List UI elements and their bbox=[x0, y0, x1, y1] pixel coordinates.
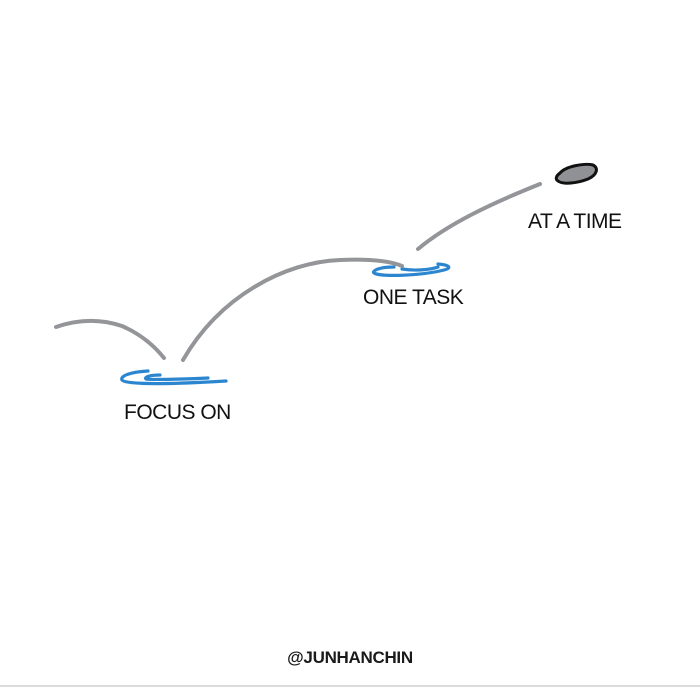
arc-first-to-second bbox=[181, 257, 404, 362]
label-one-task: ONE TASK bbox=[363, 286, 464, 309]
arc-incoming bbox=[54, 318, 166, 360]
skipping-stone-icon bbox=[554, 162, 598, 185]
author-credit: @JUNHANCHIN bbox=[287, 648, 413, 667]
water-ripple-icon bbox=[372, 262, 451, 277]
water-ripple-icon bbox=[120, 369, 228, 386]
arc-second-to-third bbox=[416, 182, 542, 251]
label-at-a-time: AT A TIME bbox=[528, 210, 622, 233]
label-focus-on: FOCUS ON bbox=[124, 401, 231, 424]
